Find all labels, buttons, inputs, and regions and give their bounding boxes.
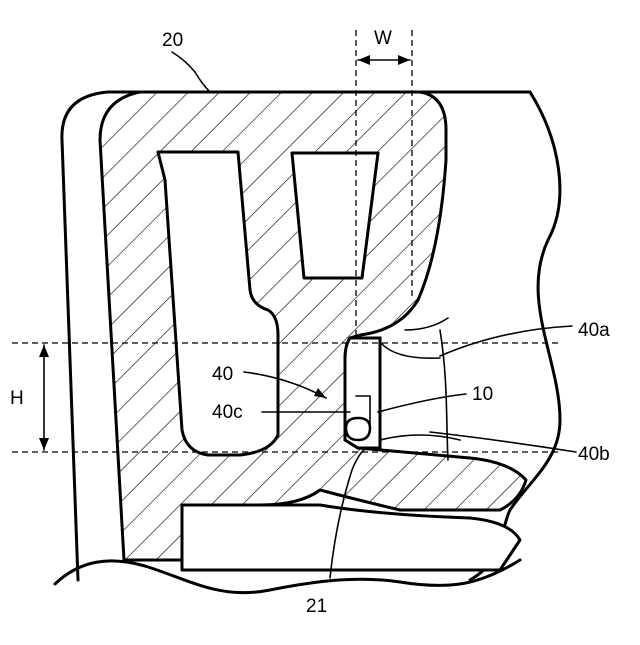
- lip: [346, 418, 370, 440]
- lower-opening: [182, 505, 520, 570]
- label-40: 40: [212, 364, 233, 385]
- h-arrow-bottom-head: [39, 438, 49, 450]
- leader-40a: [440, 326, 572, 356]
- shaft-line: [440, 330, 448, 460]
- w-arrow-left-head: [358, 55, 370, 65]
- h-arrow-top-head: [39, 345, 49, 357]
- leader-20: [172, 52, 210, 92]
- shaft-contour-a: [380, 342, 440, 358]
- label-21: 21: [306, 596, 327, 617]
- label-40c: 40c: [212, 402, 243, 423]
- label-40b: 40b: [578, 444, 610, 465]
- leader-10: [378, 394, 466, 412]
- label-h: H: [10, 388, 24, 409]
- label-20: 20: [162, 30, 183, 51]
- label-w: W: [374, 28, 392, 49]
- wedge-cavity: [292, 153, 378, 278]
- label-40a: 40a: [578, 320, 610, 341]
- shaft-contour-upper: [405, 318, 448, 330]
- label-10: 10: [472, 384, 493, 405]
- leader-40b: [430, 432, 576, 452]
- w-arrow-right-head: [398, 55, 410, 65]
